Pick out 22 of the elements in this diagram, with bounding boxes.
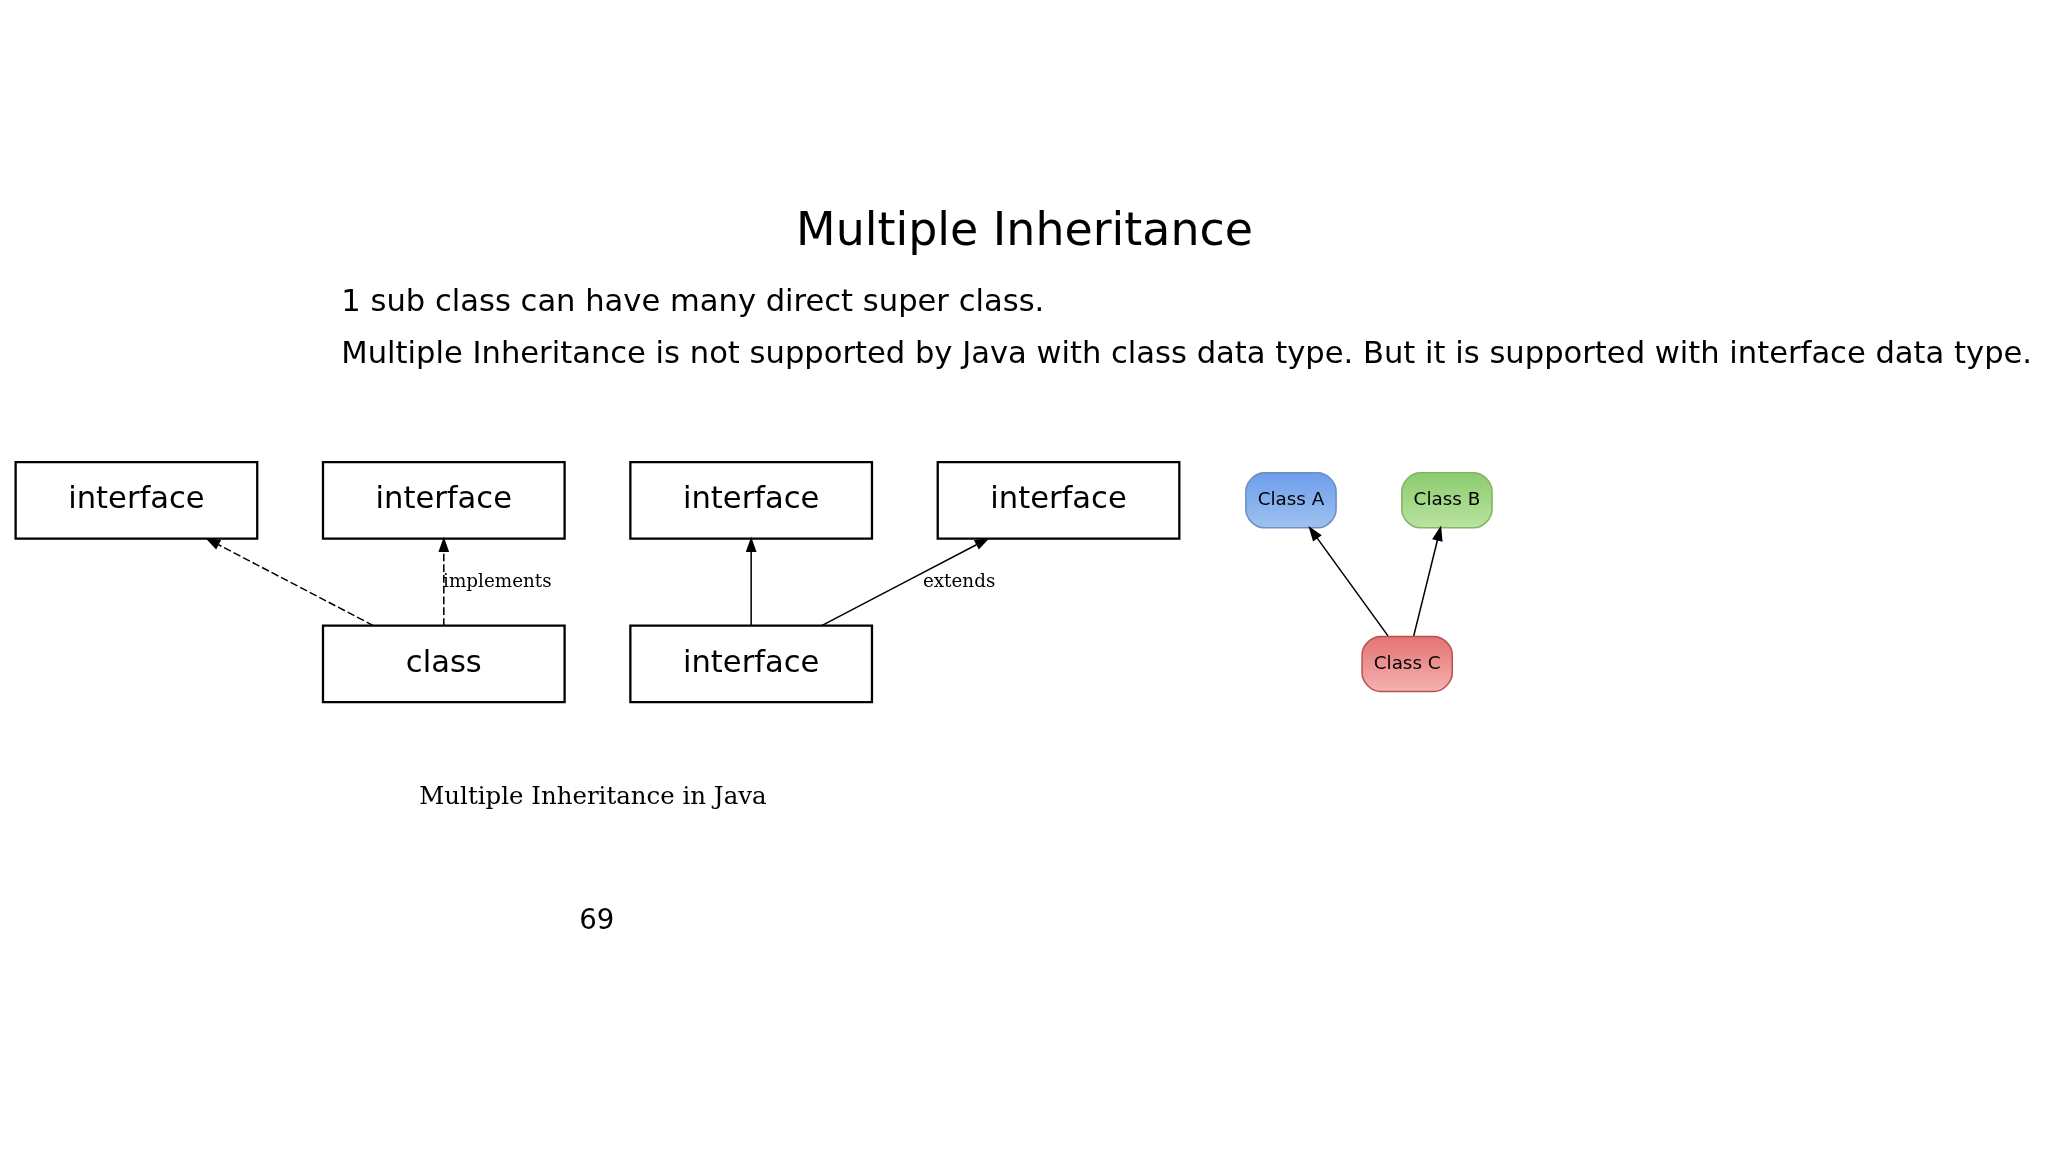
node-box: class: [321, 624, 566, 704]
node-box: interface: [321, 460, 566, 540]
label: Multiple Inheritance is not supported by Java with class data type. But it is supported with interface data type.: [340, 334, 2032, 370]
node-box: interface: [14, 460, 258, 540]
label: 1 sub class can have many direct super class.: [340, 282, 1044, 318]
label: 69: [578, 903, 614, 936]
arrow: [820, 537, 990, 627]
node-box: interface: [936, 460, 1180, 540]
node-box: Class C: [1360, 635, 1453, 693]
arrow: [1412, 525, 1443, 637]
node-box: interface: [628, 624, 873, 704]
edge-label: extends: [922, 569, 995, 591]
node-box: Class B: [1400, 472, 1493, 529]
arrow: [204, 537, 374, 627]
node-box: interface: [628, 460, 873, 540]
arrow: [437, 536, 449, 627]
node-box: Class A: [1244, 472, 1337, 529]
arrow: [1307, 526, 1389, 637]
diagram-title: Multiple Inheritance: [795, 201, 1253, 256]
arrow: [745, 536, 756, 627]
label: Multiple Inheritance in Java: [418, 781, 767, 811]
edge-label: implements: [442, 569, 552, 591]
